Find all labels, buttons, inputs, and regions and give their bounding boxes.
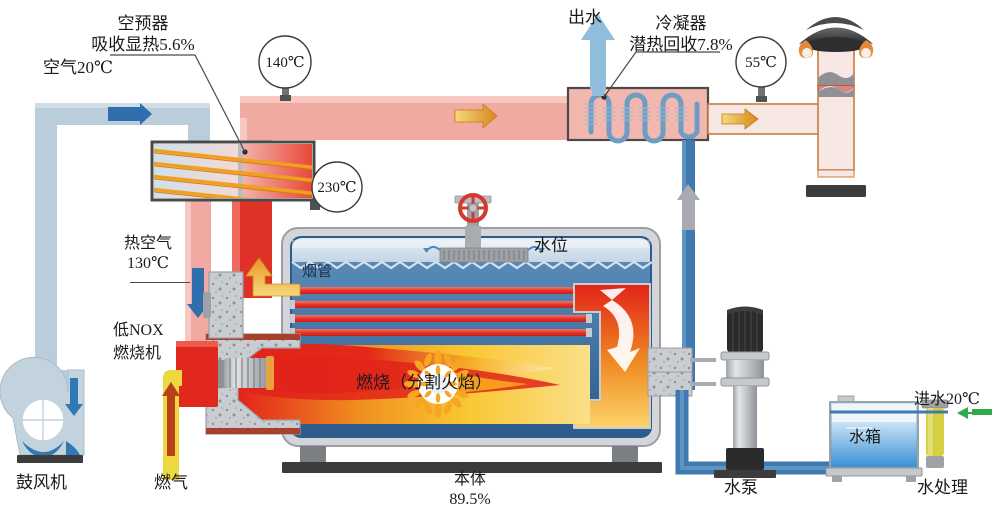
cold-air-arrow-icon [108, 103, 152, 125]
pump-label: 水泵 [724, 478, 758, 497]
body-name: 本体 [453, 471, 486, 488]
gauge-140: 140℃ [258, 35, 312, 101]
water-treatment-label: 水处理 [917, 478, 968, 497]
hot-air-leader-line [130, 282, 190, 283]
burner-air-plenum [203, 271, 244, 339]
gas-label: 燃气 [154, 473, 188, 492]
condenser-leader-line [603, 51, 720, 98]
body-value: 89.5% [449, 490, 491, 508]
burner-label-line2: 燃烧机 [113, 345, 162, 362]
chimney-flue-arrow-icon [721, 108, 759, 130]
condenser-value: 潜热回收7.8% [629, 34, 733, 54]
inspection-door [647, 347, 716, 397]
gauge-55-value: 55℃ [745, 55, 777, 71]
preheater-label-block: 空预器 吸收显热5.6% [58, 14, 228, 55]
gas-arrow-icon [162, 382, 180, 456]
hot-air-label-block: 热空气 130℃ [108, 234, 188, 273]
hot-air-name: 热空气 [123, 235, 172, 252]
water-treatment-unit [830, 399, 949, 468]
water-inlet-arrow-icon [957, 407, 992, 419]
blower-label: 鼓风机 [16, 473, 67, 492]
water-out-label: 出水 [568, 8, 602, 27]
blower-fan [0, 356, 85, 463]
flue-turn-arrow-icon [245, 257, 301, 297]
water-return-riser [677, 140, 700, 390]
feed-water-line [675, 390, 888, 475]
combustion-label: 燃烧（分割火焰） [356, 373, 492, 392]
gauge-230: 230℃ [310, 161, 363, 213]
chimney [798, 17, 874, 197]
split-flame-icon [404, 350, 472, 418]
body-label-block: 本体 89.5% [380, 470, 560, 509]
air-preheater [150, 140, 316, 202]
smoke-tube-label: 烟管 [302, 264, 333, 280]
condenser-name: 冷凝器 [655, 14, 707, 33]
preheater-value: 吸收显热5.6% [91, 34, 195, 54]
top-flue-arrow-icon [454, 103, 498, 129]
water-pump [714, 306, 776, 478]
gauge-140-value: 140℃ [265, 55, 304, 71]
gauge-230-value: 230℃ [317, 180, 356, 196]
water-outlet-pipe [581, 14, 615, 96]
water-inlet-label: 进水20℃ [914, 391, 980, 408]
furnace-flame [238, 340, 590, 428]
boiler-base [282, 446, 662, 473]
low-nox-burner [176, 341, 274, 407]
preheater-leader-line [110, 54, 246, 153]
gauge-55: 55℃ [735, 36, 787, 102]
condenser [566, 86, 710, 144]
condenser-label-block: 冷凝器 潜热回收7.8% [606, 14, 756, 55]
air-inlet-label: 空气20℃ [43, 58, 114, 77]
preheater-name: 空预器 [117, 14, 169, 33]
water-tank-label: 水箱 [849, 429, 882, 446]
water-level-label: 水位 [534, 236, 568, 255]
hot-air-value: 130℃ [127, 254, 169, 272]
top-flue-duct [240, 96, 568, 140]
burner-label-line1: 低NOX [113, 322, 164, 339]
water-level-valve [423, 193, 545, 263]
